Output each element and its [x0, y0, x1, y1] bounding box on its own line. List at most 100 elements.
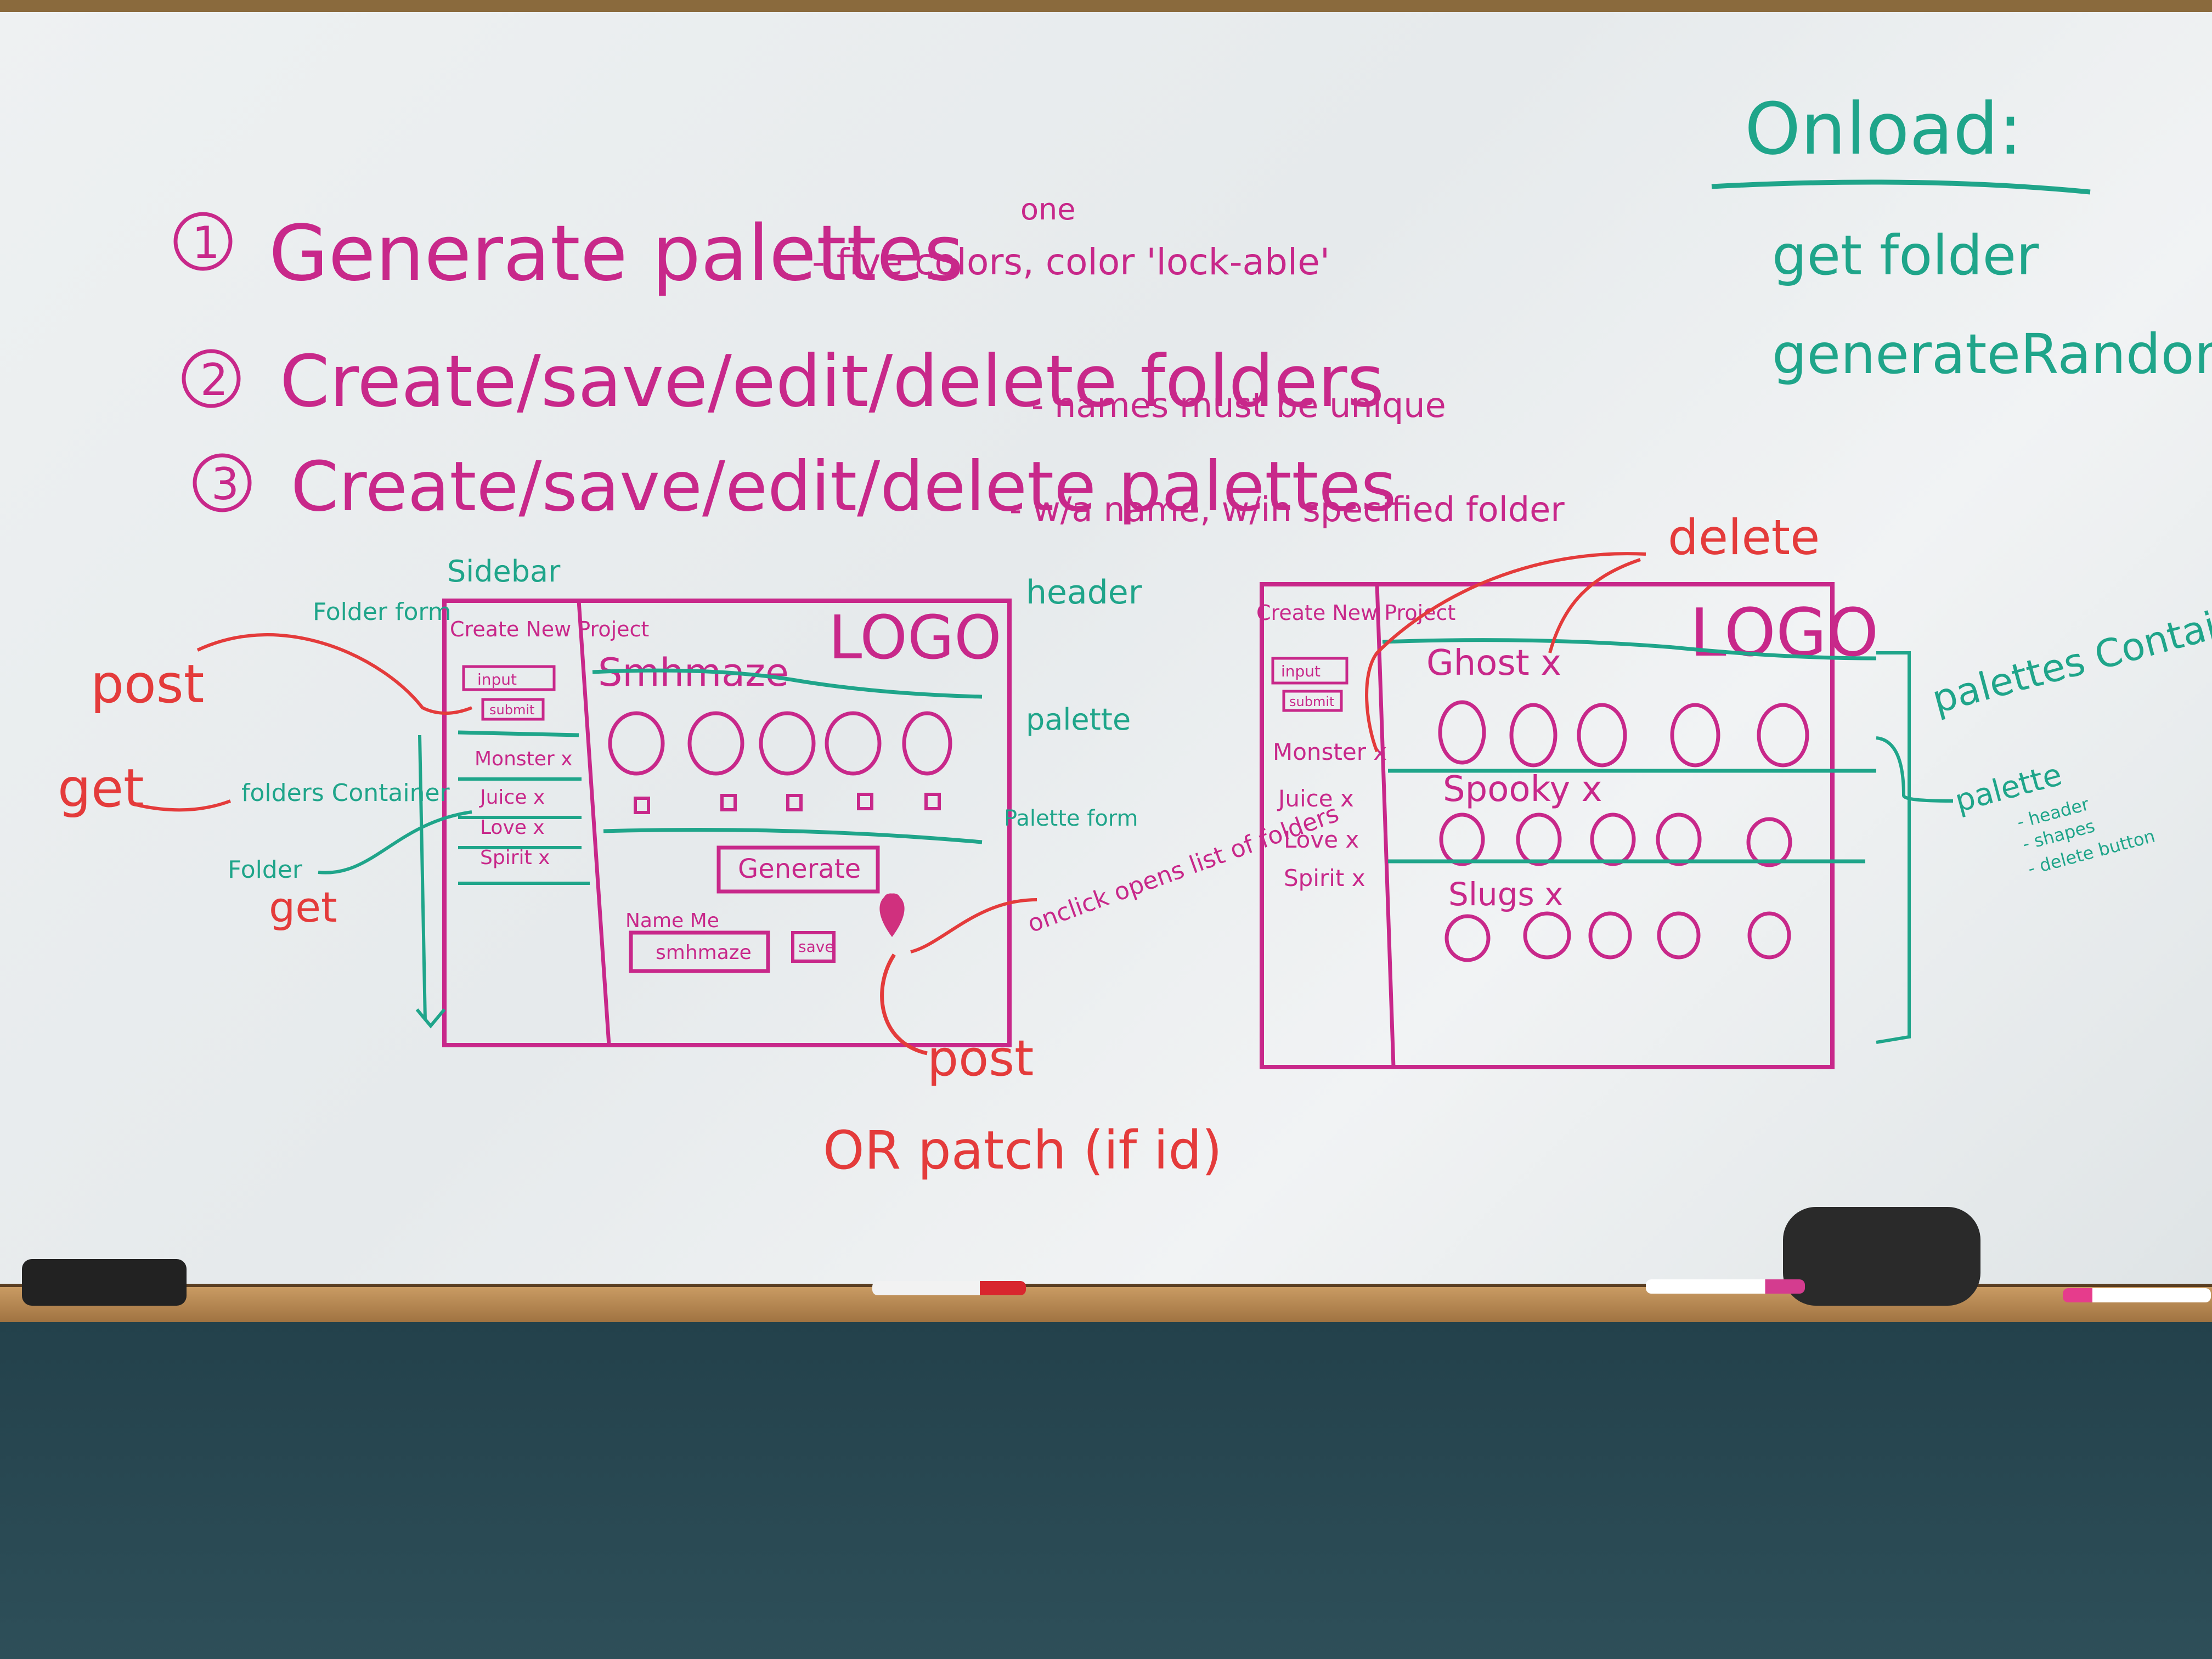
req-1-note: - five colors, color 'lock-able' — [812, 241, 1330, 283]
req-3-num: 3 — [211, 459, 239, 510]
annot-header: header — [1026, 573, 1142, 612]
right-form-title: Create New Project — [1256, 601, 1455, 625]
req-3-circle — [193, 453, 252, 512]
annot-palette: palette — [1026, 702, 1131, 737]
left-logo: LOGO — [828, 602, 1002, 673]
annot-or-patch: OR patch (if id) — [823, 1120, 1222, 1181]
annot-folders-container: folders Container — [241, 779, 450, 807]
req-2-circle — [182, 349, 241, 408]
eraser-right — [1783, 1207, 1980, 1306]
generate-label: Generate — [738, 854, 861, 884]
lock-icon — [924, 793, 941, 810]
save-label: save — [798, 938, 834, 956]
lock-icon — [857, 793, 873, 810]
left-submit-box — [481, 698, 545, 721]
lock-icon — [786, 794, 803, 811]
right-palette-1: Ghost x — [1426, 643, 1561, 684]
whiteboard — [0, 0, 2212, 1284]
annot-get-2: get — [269, 883, 337, 932]
req-2-note: - names must be unique — [1031, 385, 1446, 425]
right-sketch-frame — [1260, 582, 1835, 1069]
req-1-circle — [173, 212, 233, 271]
left-sidebar-divider — [577, 600, 611, 1046]
req-2-num: 2 — [200, 354, 228, 405]
swatch-circle — [687, 711, 744, 776]
right-palette-3: Slugs x — [1448, 876, 1564, 913]
right-folder-3: Love x — [1284, 826, 1359, 853]
left-swatches — [608, 711, 952, 776]
sidebar-label: Sidebar — [447, 554, 561, 589]
annot-folders-bracket — [418, 735, 427, 1021]
swatch-circle — [1656, 812, 1702, 866]
annot-post: post — [91, 653, 204, 715]
board-frame — [0, 0, 2212, 12]
swatch-circle — [902, 711, 952, 776]
pink-marker-2 — [2063, 1288, 2211, 1302]
pink-marker — [1646, 1279, 1805, 1294]
req-1-insert: one — [1020, 192, 1076, 227]
left-sketch-frame — [442, 599, 1012, 1047]
annot-palettes-container: palettes Container — [1927, 586, 2212, 722]
annot-post2-line — [880, 953, 928, 1056]
right-input-box — [1271, 657, 1348, 685]
right-folder-1: Monster x — [1273, 738, 1387, 765]
name-me-label: Name Me — [625, 910, 719, 932]
swatch-circle — [1747, 911, 1791, 960]
annot-delete-line-1 — [1365, 552, 1646, 753]
right-input: input — [1281, 662, 1321, 680]
swatch-circle — [1590, 812, 1636, 866]
right-folder-2: Juice x — [1277, 785, 1354, 812]
req-1-num: 1 — [192, 217, 220, 268]
right-header-line — [1382, 638, 1877, 661]
right-swatches-3 — [1444, 911, 1791, 962]
annot-folder-line — [318, 810, 472, 874]
red-marker — [872, 1281, 1026, 1295]
left-folder-3: Love x — [480, 816, 545, 839]
onload-item-2: generateRandom — [1772, 322, 2212, 386]
right-swatches-2 — [1439, 812, 1792, 867]
swatch-circle — [1670, 703, 1720, 768]
req-1-text: Generate palettes — [269, 209, 964, 298]
left-folder-4: Spirit x — [480, 847, 550, 869]
swatch-circle — [1746, 817, 1792, 867]
left-form-title: Create New Project — [450, 617, 649, 641]
annot-get: get — [58, 758, 144, 819]
onload-underline — [1711, 179, 2091, 195]
right-folder-4: Spirit x — [1284, 865, 1365, 891]
annot-palettes-bracket — [1876, 651, 1911, 1044]
req-2-text: Create/save/edit/delete folders — [280, 340, 1384, 423]
right-logo: LOGO — [1690, 595, 1878, 672]
swatch-circle — [1588, 911, 1632, 960]
onload-title: Onload: — [1745, 87, 2022, 171]
swatch-circle — [1444, 914, 1491, 962]
req-3-note: - w/a name, w/in specified folder — [1009, 489, 1565, 529]
generate-button — [716, 845, 880, 894]
req-3-text: Create/save/edit/delete palettes — [291, 447, 1396, 527]
whiteboard-drawing: Onload: get folder generateRandom 1 Gene… — [58, 87, 2212, 1181]
annot-delete-line-2 — [1548, 558, 1641, 653]
annot-delete: delete — [1668, 509, 1820, 566]
left-folder-2: Juice x — [479, 786, 545, 809]
swatch-circle — [1757, 703, 1809, 768]
swatch-circle — [1657, 911, 1701, 960]
wall — [0, 1322, 2212, 1659]
left-lock-icons — [634, 793, 941, 814]
left-header-line — [592, 668, 983, 699]
annot-palette-form: Palette form — [1004, 806, 1138, 831]
annot-post-2: post — [927, 1030, 1034, 1087]
swatch-circle — [1516, 812, 1562, 866]
left-submit: submit — [489, 702, 534, 718]
swatch-circle — [1509, 703, 1558, 768]
annot-arrow-down-icon — [415, 1008, 446, 1029]
heart-icon — [879, 893, 905, 937]
left-input: input — [477, 670, 517, 689]
eraser-left — [22, 1259, 187, 1306]
onload-item-1: get folder — [1772, 223, 2039, 287]
annot-folder-form-1: Folder form — [313, 598, 452, 626]
annot-get-line — [131, 799, 232, 812]
save-box — [791, 931, 836, 963]
swatch-circle — [1523, 911, 1571, 960]
swatch-circle — [759, 711, 816, 776]
annot-onclick-line — [910, 898, 1037, 953]
left-folder-1: Monster x — [475, 748, 572, 770]
